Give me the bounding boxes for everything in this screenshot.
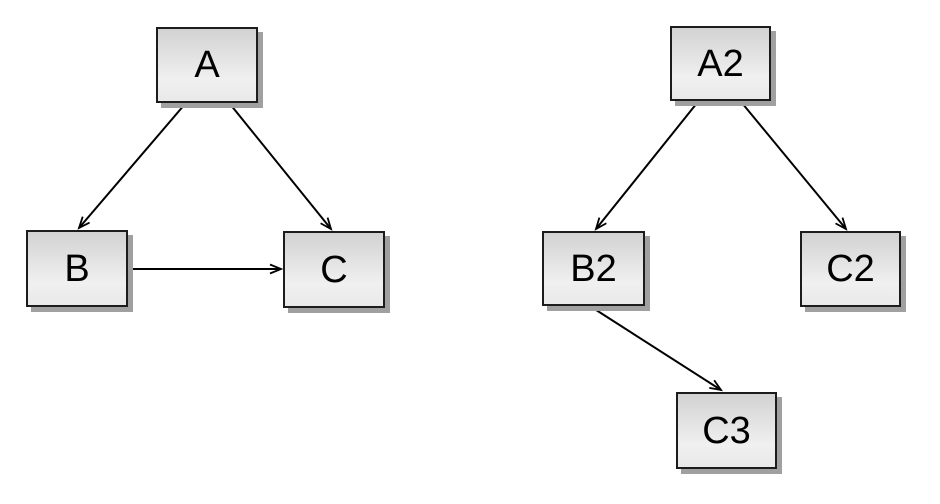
edge-A-B (77, 103, 186, 230)
node-label: B (64, 247, 90, 290)
node-label: C2 (826, 248, 875, 290)
edge-A-C (229, 103, 333, 231)
node-C3: C3 (676, 392, 777, 469)
node-B2: B2 (542, 231, 645, 306)
edge-A2-C2 (741, 102, 848, 231)
node-label: A2 (697, 42, 744, 85)
node-label: A (194, 44, 220, 86)
node-label: C3 (702, 409, 751, 452)
edge-B2-C3 (592, 307, 724, 392)
node-label: B2 (570, 247, 617, 290)
node-C2: C2 (800, 231, 901, 307)
node-B: B (26, 230, 128, 307)
edge-A2-B2 (594, 102, 698, 231)
node-C: C (283, 231, 385, 308)
node-A2: A2 (670, 26, 771, 101)
node-A: A (156, 27, 258, 103)
node-label: C (320, 248, 348, 291)
